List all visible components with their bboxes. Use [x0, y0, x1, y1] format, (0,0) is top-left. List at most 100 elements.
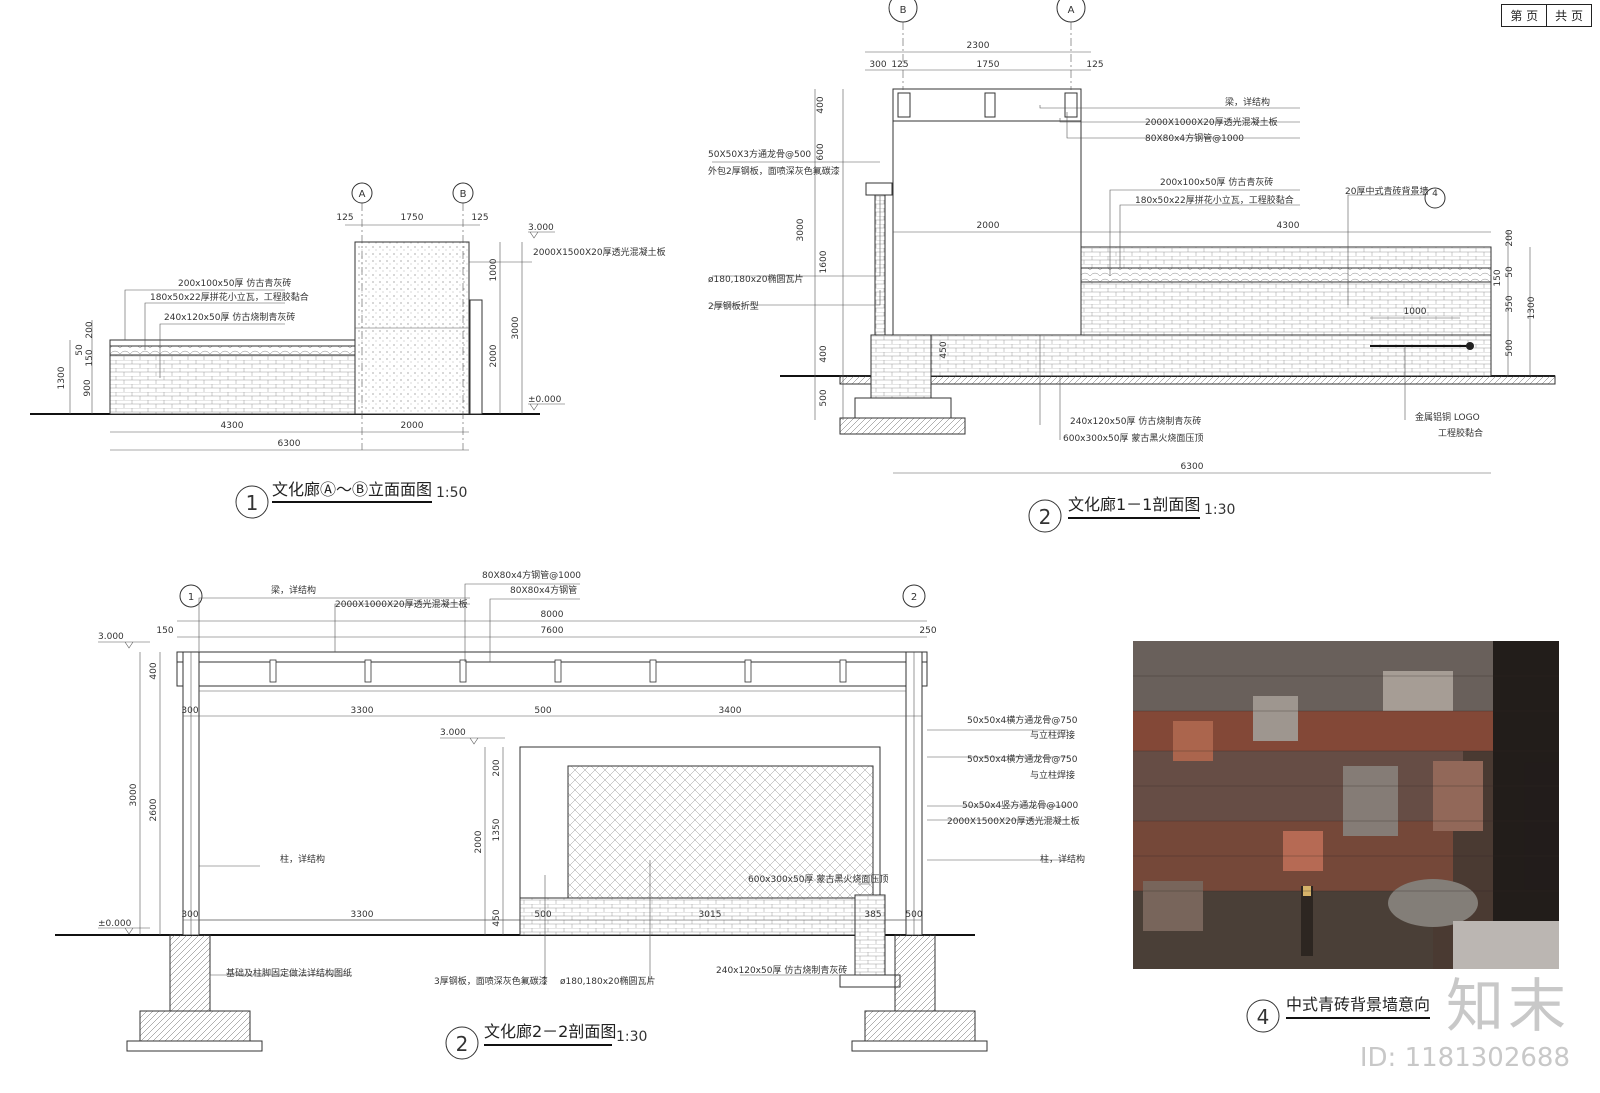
note: 80X80x4方钢管	[510, 584, 577, 596]
dim: 1750	[977, 60, 1000, 70]
dim: 500	[905, 910, 922, 920]
dim: 3000	[511, 316, 521, 339]
drawing-title: 文化廊Ⓐ～Ⓑ立面面图	[272, 480, 432, 499]
detail-ref: 4	[1432, 189, 1438, 199]
dim: 350	[1505, 295, 1515, 312]
watermark: 知末 ID: 1181302688	[1360, 959, 1570, 1073]
note: 外包2厚钢板，面喷深灰色氟碳漆	[708, 165, 840, 177]
level-mark: ±0.000	[528, 395, 562, 405]
dim: 500	[819, 389, 829, 406]
grid-label-a: A	[1068, 5, 1075, 16]
dim: 1600	[819, 250, 829, 273]
dim: 1300	[1527, 296, 1537, 319]
note: 2000X1000X20厚透光混凝土板	[335, 598, 468, 610]
note: 200x100x50厚 仿古青灰砖	[1160, 176, 1273, 188]
note: 2厚钢板折型	[708, 300, 759, 312]
grid-label-b: B	[460, 189, 467, 200]
dim: 450	[492, 909, 502, 926]
page-counter: 第 页 共 页	[1501, 4, 1592, 27]
dim: 300	[181, 706, 198, 716]
drawing-number: 2	[456, 1032, 469, 1056]
brick-wall	[109, 354, 356, 415]
elevation-drawing-1: A B 125 1750 125 4300 2000 6300 200 50 1…	[30, 182, 666, 519]
grid-bubble-2	[902, 584, 926, 608]
base-wall	[930, 334, 1492, 377]
note: 柱，详结构	[1040, 853, 1085, 865]
drawing-scale: 1:30	[616, 1029, 647, 1045]
watermark-logo: 知末	[1445, 972, 1570, 1040]
note: 80X80x4方钢管@1000	[1145, 132, 1244, 144]
dim: 2000	[489, 344, 499, 367]
dim: 2000	[977, 221, 1000, 231]
note: 2000X1000X20厚透光混凝土板	[1145, 116, 1278, 128]
note: 50x50x4横方通龙骨@750	[967, 714, 1078, 726]
note: 240x120x50厚 仿古烧制青灰砖	[1070, 415, 1201, 427]
note: 2000X1500X20厚透光混凝土板	[947, 815, 1080, 827]
dim: 150	[1493, 269, 1503, 286]
dim: 900	[83, 379, 93, 396]
note: 3厚钢板，面喷深灰色氟碳漆	[434, 975, 548, 987]
dim: 125	[471, 213, 488, 223]
grid-label-b: B	[900, 5, 907, 16]
level-mark: 3.000	[440, 728, 466, 738]
note: 2000X1500X20厚透光混凝土板	[533, 246, 666, 258]
dim: 3015	[699, 910, 722, 920]
dim: 150	[156, 626, 173, 636]
dim: 400	[149, 662, 159, 679]
note: 600x300x50厚 蒙古黑火烧面压顶	[748, 873, 888, 885]
note: 80X80x4方钢管@1000	[482, 569, 581, 581]
dim: 2300	[967, 41, 990, 51]
dim: 2600	[149, 798, 159, 821]
dim: 3400	[719, 706, 742, 716]
dim: 1000	[1404, 307, 1427, 317]
section-drawing-2: B A 2300 300 125 1750 125 2000 4300 1000…	[708, 0, 1556, 533]
foundation	[870, 334, 932, 399]
brick-wall-reference-photo	[1133, 641, 1559, 969]
footing-right	[864, 1010, 976, 1042]
dim: 400	[819, 345, 829, 362]
note: 工程胶黏合	[1438, 427, 1483, 439]
watermark-id: ID: 1181302688	[1359, 1043, 1570, 1073]
dim: 3300	[351, 706, 374, 716]
drawing-number: 1	[246, 491, 259, 515]
note: ø180,180x20椭圆瓦片	[708, 273, 804, 285]
dim: 125	[1086, 60, 1103, 70]
dim: 150	[85, 349, 95, 366]
dim: 3300	[351, 910, 374, 920]
grid-label-a: A	[359, 189, 366, 200]
note: 金属铝铜 LOGO	[1415, 411, 1480, 423]
dim: 6300	[278, 439, 301, 449]
note: 200x100x50厚 仿古青灰砖	[178, 277, 291, 289]
dim: 2000	[474, 830, 484, 853]
dim: 300	[181, 910, 198, 920]
dim: 4300	[1277, 221, 1300, 231]
total-label: 共 页	[1546, 5, 1591, 26]
footing-left	[139, 1010, 251, 1042]
dim: 125	[891, 60, 908, 70]
dim: 7600	[541, 626, 564, 636]
dim: 450	[939, 341, 949, 358]
level-mark: 3.000	[98, 632, 124, 642]
dim: 6300	[1181, 462, 1204, 472]
dim: 3000	[796, 218, 806, 241]
section-drawing-3: 1 2 8000 7600 150 250 300 3300 500 3400 …	[55, 569, 1085, 1060]
dim: 200	[492, 759, 502, 776]
dim: 600	[816, 143, 826, 160]
note: 50x50x4竖方通龙骨@1000	[962, 799, 1078, 811]
drawing-title: 中式青砖背景墙意向	[1286, 995, 1430, 1014]
note: 基础及柱脚固定做法详结构图纸	[226, 967, 352, 979]
note: 梁，详结构	[1225, 96, 1270, 108]
dim: 500	[1505, 339, 1515, 356]
title-bubble	[235, 485, 269, 519]
photo-caption-4: 4 中式青砖背景墙意向	[1246, 995, 1430, 1033]
note: 20厚中式青砖背景墙	[1345, 185, 1428, 197]
note: 柱，详结构	[280, 853, 325, 865]
detail-ref-bubble	[1424, 187, 1446, 209]
note: 600x300x50厚 蒙古黑火烧面压顶	[1063, 432, 1203, 444]
dim: 4300	[221, 421, 244, 431]
grid-label-1: 1	[188, 592, 194, 603]
note: 与立柱焊接	[1030, 729, 1075, 741]
dim: 250	[919, 626, 936, 636]
page-label: 第 页	[1510, 9, 1539, 23]
